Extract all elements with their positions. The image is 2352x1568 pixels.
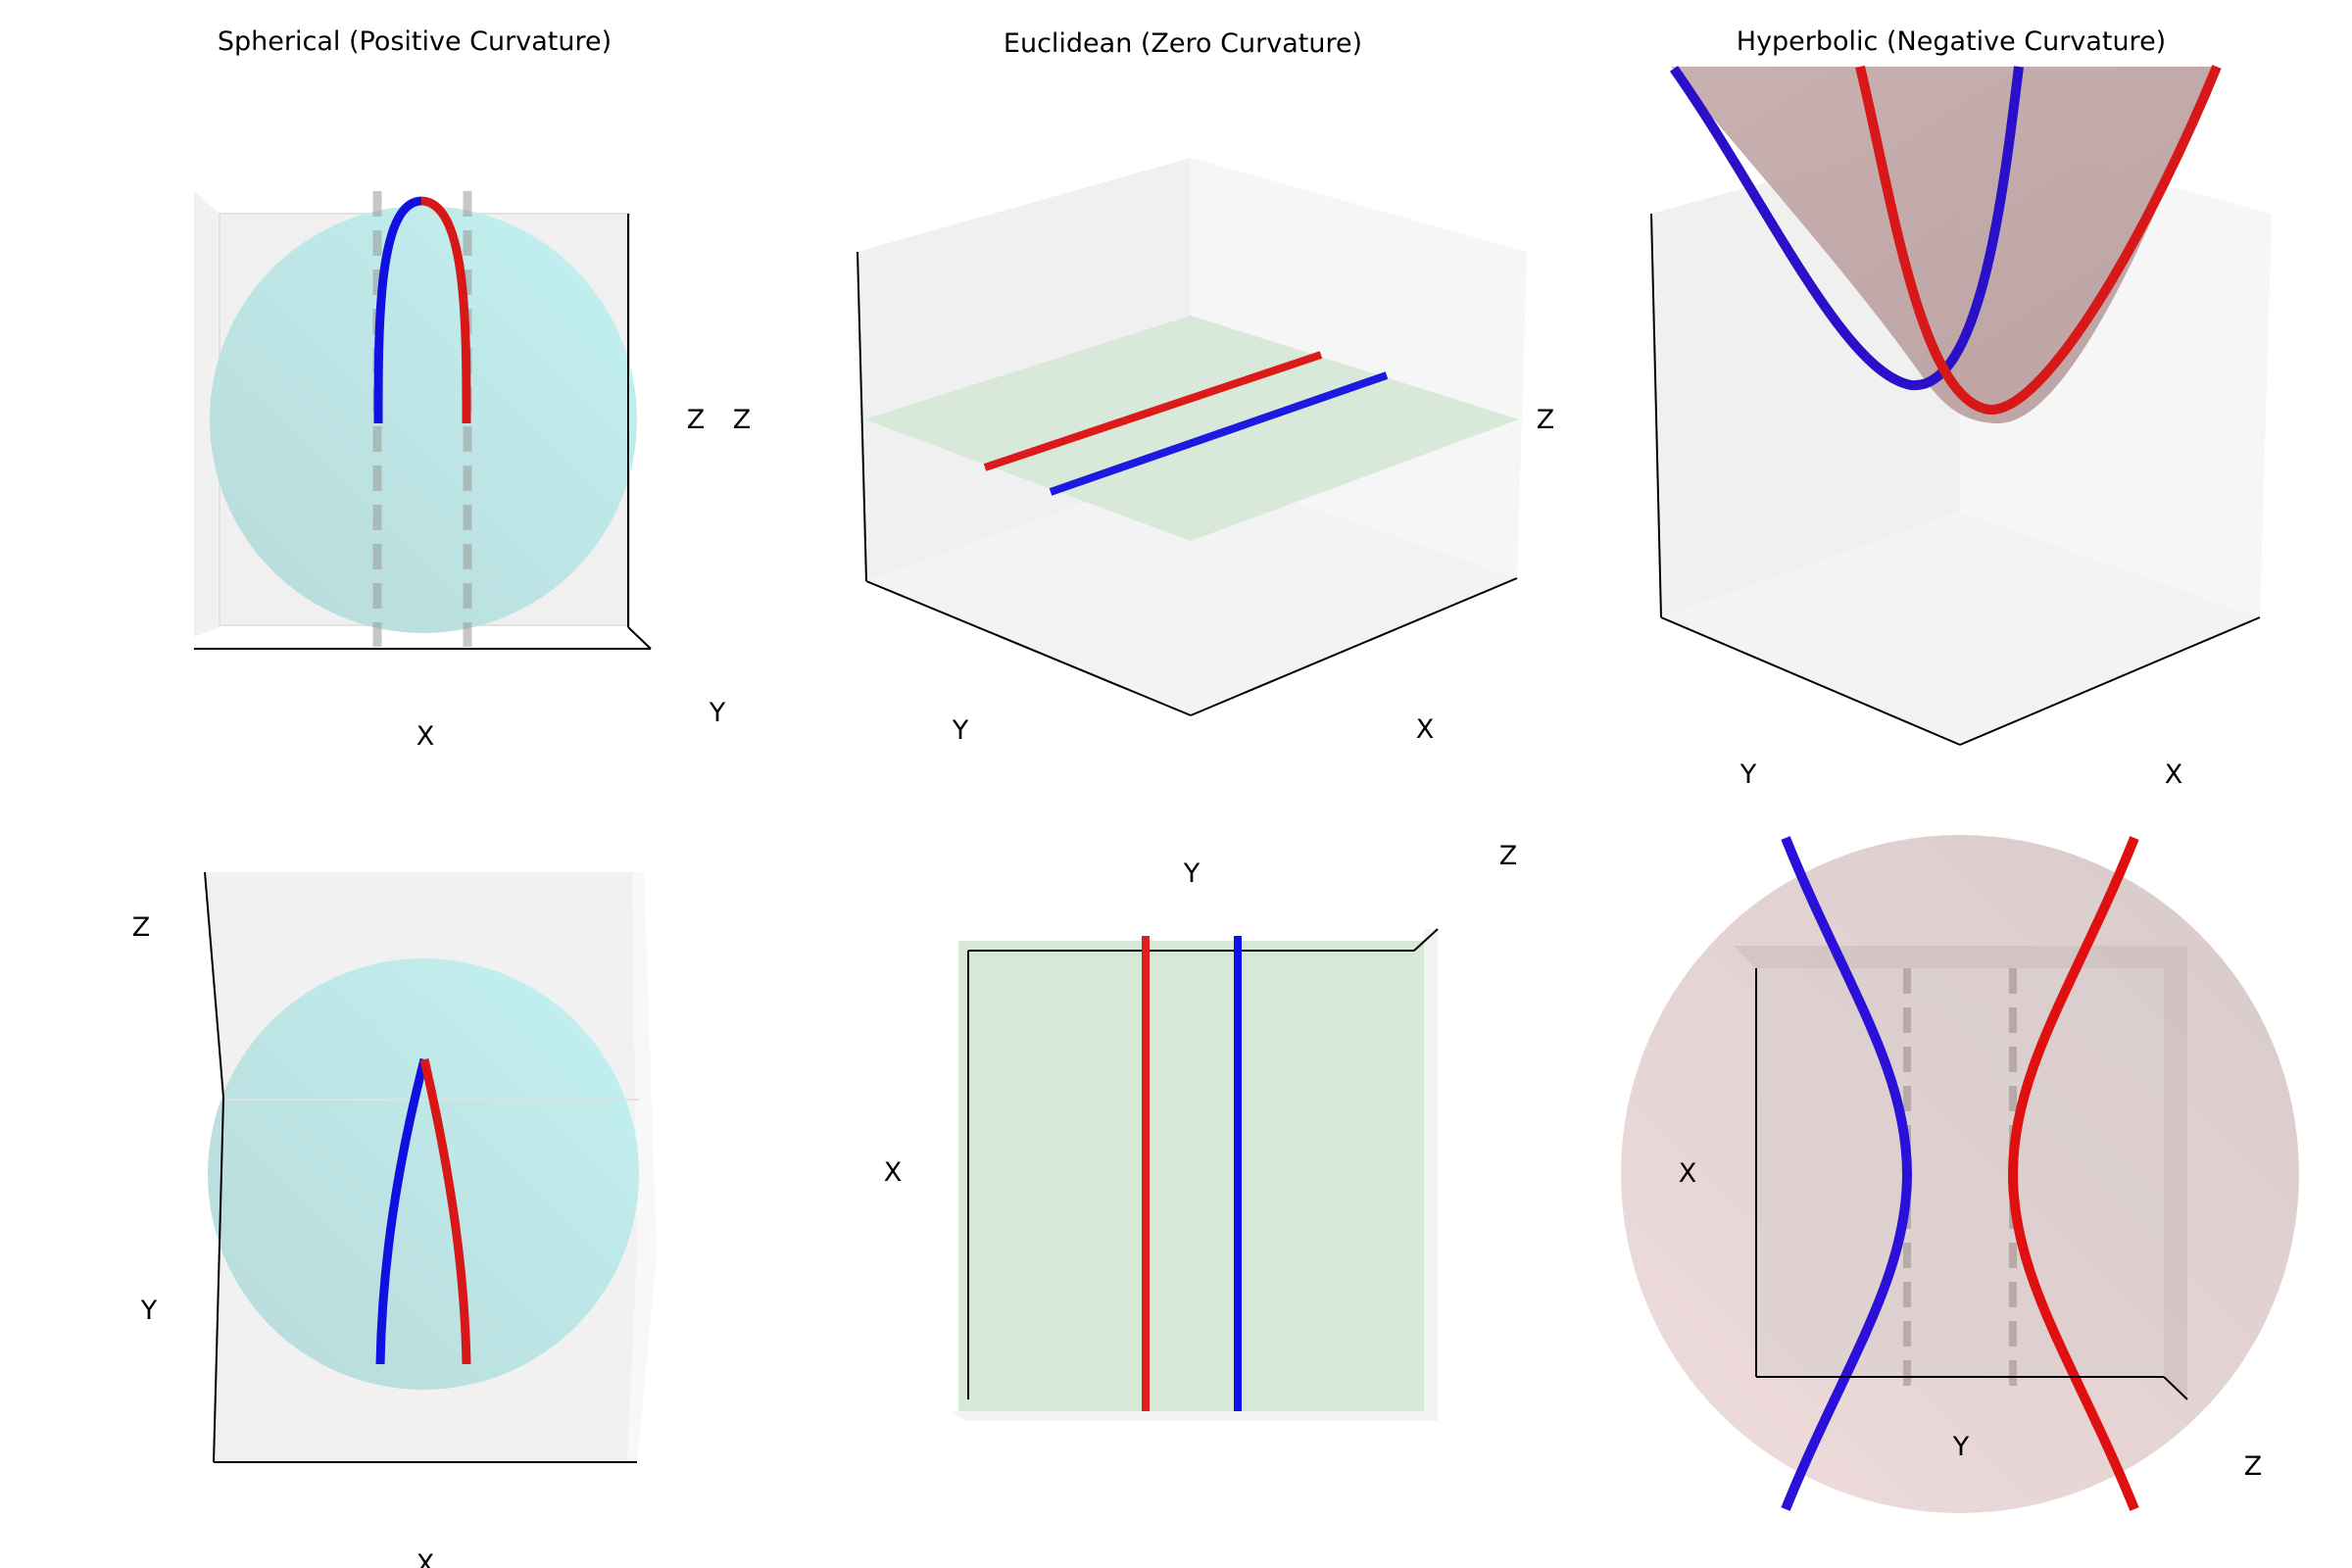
x-axis-label: X xyxy=(1679,1158,1697,1189)
geodesic-blue xyxy=(1669,66,2024,391)
sphere-top-side-pane xyxy=(194,191,220,637)
x-axis-label: X xyxy=(416,1549,435,1568)
z-axis-label: Z xyxy=(2244,1451,2263,1482)
hyp-top-back-pane xyxy=(1756,968,2164,1377)
hyperbolic-3d-panel: Y X xyxy=(1650,65,2272,790)
z-axis-line xyxy=(1413,928,1439,952)
x-axis-line xyxy=(1959,616,2261,746)
euclid-top-side-pane xyxy=(1424,929,1438,1421)
geodesic-red xyxy=(420,196,471,424)
y-axis-label: Y xyxy=(1183,858,1200,889)
y-axis-label: Y xyxy=(952,715,969,746)
hyperbolic-title: Hyperbolic (Negative Curvature) xyxy=(1737,26,2166,57)
y-axis-label: Y xyxy=(709,698,726,728)
euclidean-top-panel: Y Z X xyxy=(884,841,1518,1421)
z-axis-line xyxy=(204,871,224,1099)
geodesic-red xyxy=(2007,836,2139,1511)
z-axis-label: Z xyxy=(1537,405,1555,435)
euclidean-3d-panel: Y X Z xyxy=(857,158,1555,746)
spherical-top-panel: X Y Z Z xyxy=(194,191,751,752)
hyp-top-back-edge xyxy=(1733,946,2187,968)
geodesic-blue xyxy=(373,196,422,424)
z-axis-line xyxy=(857,251,867,582)
y-axis-label: Y xyxy=(140,1296,158,1326)
x-axis-label: X xyxy=(416,721,435,752)
z-axis-label-second: Z xyxy=(733,405,752,435)
euclid-top-bottom-pane xyxy=(951,1411,1438,1421)
z-axis-label: Z xyxy=(687,405,706,435)
euclid-floor xyxy=(866,466,1517,715)
geodesic-red xyxy=(1855,65,2222,416)
z-axis-line xyxy=(2163,1376,2188,1400)
geodesic-blue xyxy=(375,1057,429,1365)
z-axis-label: Z xyxy=(1499,841,1518,871)
sphere-side-edge-pane xyxy=(627,872,657,1462)
x-axis-line xyxy=(1190,577,1518,716)
hyp-floor xyxy=(1661,512,2260,745)
x-axis-label: X xyxy=(1416,714,1435,745)
x-axis-label: X xyxy=(2165,760,2183,790)
y-axis-label: Y xyxy=(1952,1432,1970,1462)
euclidean-title: Euclidean (Zero Curvature) xyxy=(1004,28,1362,59)
hyp-top-side-edge xyxy=(2164,946,2187,1399)
sphere-surface xyxy=(208,958,639,1390)
y-axis-line xyxy=(865,580,1192,716)
geodesic-blue xyxy=(1781,836,1913,1511)
geodesic-red xyxy=(983,351,1323,471)
geodesic-blue xyxy=(1049,371,1389,496)
spherical-title: Spherical (Positive Curvature) xyxy=(218,26,612,57)
flat-plane xyxy=(958,941,1424,1411)
y-axis-line xyxy=(627,626,652,650)
y-axis-label: Y xyxy=(1740,760,1757,790)
x-axis-label: X xyxy=(884,1157,903,1188)
sphere-surface xyxy=(210,206,637,633)
flat-plane xyxy=(864,316,1519,541)
spherical-side-panel: Z Y X xyxy=(132,871,657,1568)
geodesic-red xyxy=(419,1057,471,1365)
hyperbolic-top-panel: X Y Z xyxy=(1621,835,2299,1513)
z-axis-label: Z xyxy=(132,912,151,943)
y-axis-line xyxy=(1660,616,1961,746)
z-axis-line xyxy=(1650,213,1662,618)
y-axis-line xyxy=(213,1097,224,1463)
hyperbolic-disk xyxy=(1621,835,2299,1513)
